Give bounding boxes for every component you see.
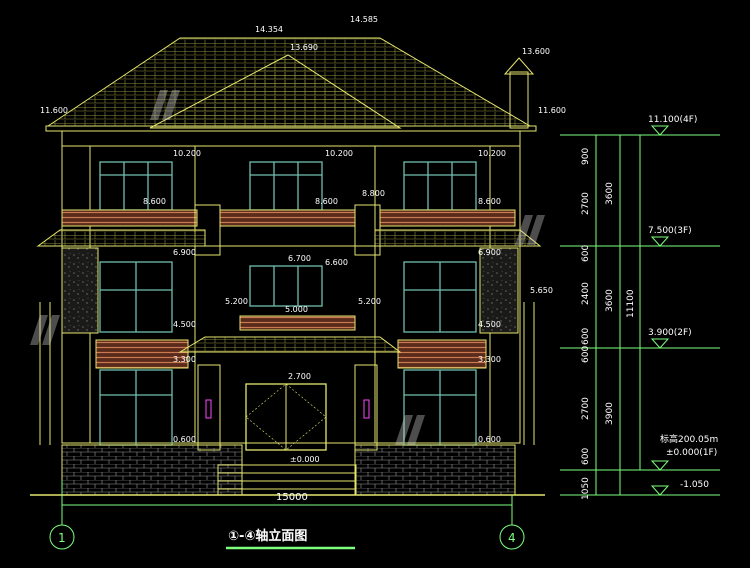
dim-outer: 11100 (626, 289, 636, 318)
watermark-logo (30, 90, 545, 445)
windows-2f (99, 261, 477, 333)
axis-right: 4 (508, 531, 516, 545)
elev-mark-2: 10.200 (325, 149, 353, 158)
dim-inner-7: 2700 (581, 397, 591, 420)
elev-roof-4: 13.600 (522, 47, 550, 56)
walls (61, 130, 521, 444)
elev-roof-6: 11.600 (538, 106, 566, 115)
louver-right (397, 339, 487, 369)
floor-basement: -1.050 (680, 480, 709, 490)
dim-mid-3: 3900 (605, 402, 615, 425)
elev-roof-5: 11.600 (40, 106, 68, 115)
total-width: 15000 (276, 492, 308, 503)
dim-inner-5: 600 (581, 328, 591, 345)
louver-left (95, 339, 189, 369)
elev-mark-9: 6.900 (478, 248, 501, 257)
elev-mark-12: 5.650 (530, 286, 553, 295)
dim-inner-6: 600 (581, 346, 591, 363)
stone-panel-left (61, 247, 99, 334)
dim-inner-8: 600 (581, 448, 591, 465)
axis-left: 1 (58, 531, 66, 545)
elev-mark-7: 8.800 (362, 189, 385, 198)
roof (45, 37, 537, 132)
dim-mid-1: 3600 (605, 182, 615, 205)
elev-roof-1: 14.354 (255, 25, 283, 34)
elev-mark-5: 8.600 (315, 197, 338, 206)
elev-roof-2: 14.585 (350, 15, 378, 24)
elev-mark-14: 5.200 (358, 297, 381, 306)
elev-roof-3: 13.690 (290, 43, 318, 52)
plinth (30, 302, 545, 496)
bottom-dimension (49, 480, 525, 550)
elev-mark-13: 5.200 (225, 297, 248, 306)
dim-inner-3: 600 (581, 245, 591, 262)
elev-mark-17: 4.500 (478, 320, 501, 329)
dim-inner-9: 1050 (581, 477, 591, 500)
elev-mark-8: 6.900 (173, 248, 196, 257)
floor-2f: 3.900(2F) (648, 328, 692, 338)
dim-mid-2: 3600 (605, 289, 615, 312)
elev-mark-19: 3.300 (478, 355, 501, 364)
drawing-title: ①-④轴立面图 (228, 528, 307, 544)
stone-panel-right (479, 247, 519, 334)
floor-1f: ±0.000(1F) (666, 448, 717, 458)
elev-mark-1: 10.200 (173, 149, 201, 158)
floor-4f: 11.100(4F) (648, 115, 697, 125)
ground-note: 标高200.05m (660, 433, 718, 445)
elev-mark-4: 8.600 (143, 197, 166, 206)
elev-mark-15: 5.000 (285, 305, 308, 314)
dim-inner-4: 2400 (581, 282, 591, 305)
dim-inner-2: 2700 (581, 192, 591, 215)
elev-mark-20: 2.700 (288, 372, 311, 381)
balconies-3f (61, 204, 516, 256)
elev-mark-10: 6.700 (288, 254, 311, 263)
balcony-2f (239, 315, 356, 331)
porch-canopy (178, 336, 402, 353)
eaves-2f (36, 229, 542, 247)
elev-mark-18: 3.300 (173, 355, 196, 364)
dim-inner-1: 900 (581, 148, 591, 165)
labels: 14.354 14.585 13.690 13.600 11.600 11.60… (40, 15, 718, 545)
right-dimensions (560, 125, 720, 496)
elev-mark-11: 6.600 (325, 258, 348, 267)
elev-mark-3: 10.200 (478, 149, 506, 158)
elev-mark-22: 0.600 (478, 435, 501, 444)
elev-mark-21: 0.600 (173, 435, 196, 444)
windows-1f (99, 369, 477, 446)
elev-mark-6: 8.600 (478, 197, 501, 206)
elev-mark-16: 4.500 (173, 320, 196, 329)
elev-mark-23: ±0.000 (290, 455, 320, 464)
floor-3f: 7.500(3F) (648, 226, 692, 236)
